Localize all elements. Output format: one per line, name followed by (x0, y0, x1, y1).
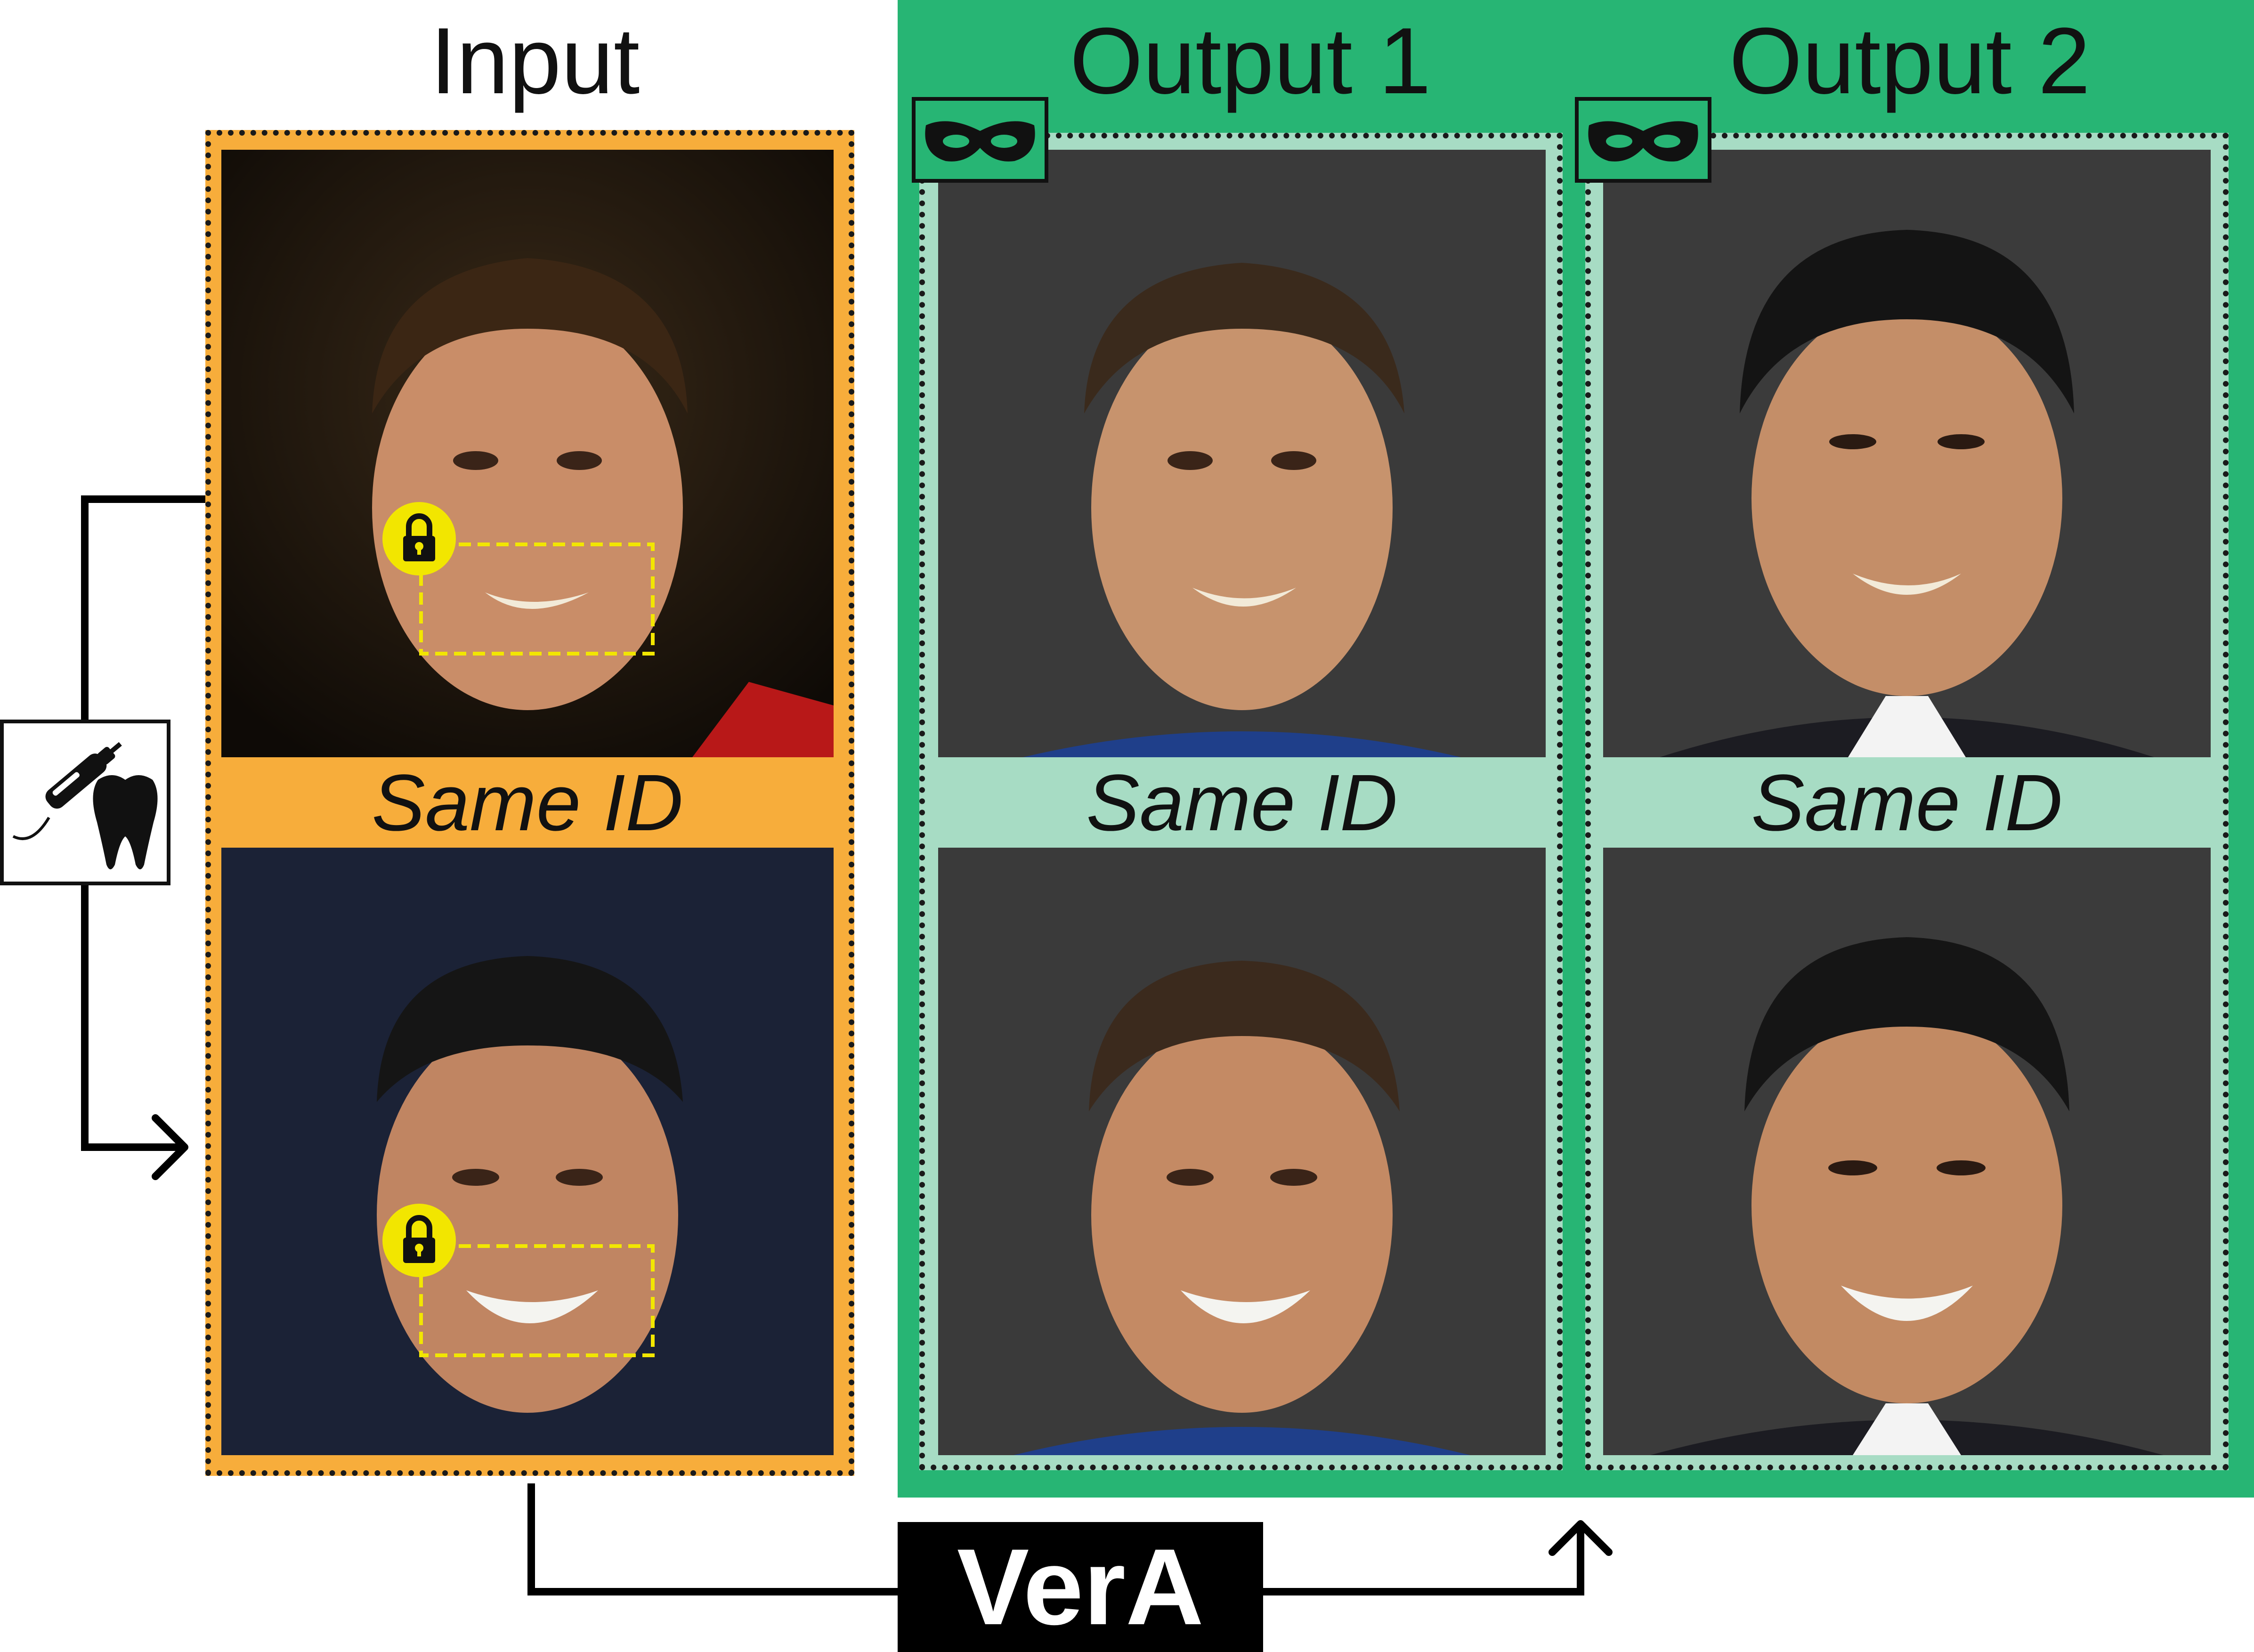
left-arrow-head (152, 1114, 188, 1180)
input-top-lock-region (381, 499, 659, 659)
output1-anonymize-badge (912, 97, 1048, 183)
left-connector-lower (81, 885, 185, 1151)
bottom-connector-right (1263, 1524, 1584, 1595)
method-name-box: VerA (898, 1522, 1263, 1652)
lock-icon (382, 502, 456, 575)
lock-icon (382, 1204, 456, 1277)
output2-photo-bottom (1603, 848, 2211, 1455)
input-photo-bottom (221, 848, 834, 1455)
dental-drill-tooth-icon (12, 742, 158, 869)
input-photo-top (221, 150, 834, 757)
left-connector (81, 495, 205, 720)
output1-same-id-label: Same ID (1086, 758, 1398, 848)
output2-heading: Output 2 (1729, 8, 2091, 113)
output2-anonymize-badge (1575, 97, 1711, 183)
input-same-id-label: Same ID (372, 758, 683, 848)
output1-heading: Output 1 (1070, 8, 1431, 113)
bottom-connector-left (527, 1483, 898, 1595)
input-heading: Input (430, 8, 640, 113)
input-bottom-lock-region (381, 1201, 659, 1361)
output2-same-id-label: Same ID (1751, 758, 2063, 848)
output2-photo-top (1603, 150, 2211, 757)
output1-photo-bottom (938, 848, 1546, 1455)
eye-mask-icon (925, 121, 1035, 162)
bottom-arrow-head (1549, 1520, 1613, 1556)
eye-mask-icon (1588, 121, 1698, 162)
dental-edit-icon-box (0, 720, 170, 885)
output1-photo-top (938, 150, 1546, 757)
